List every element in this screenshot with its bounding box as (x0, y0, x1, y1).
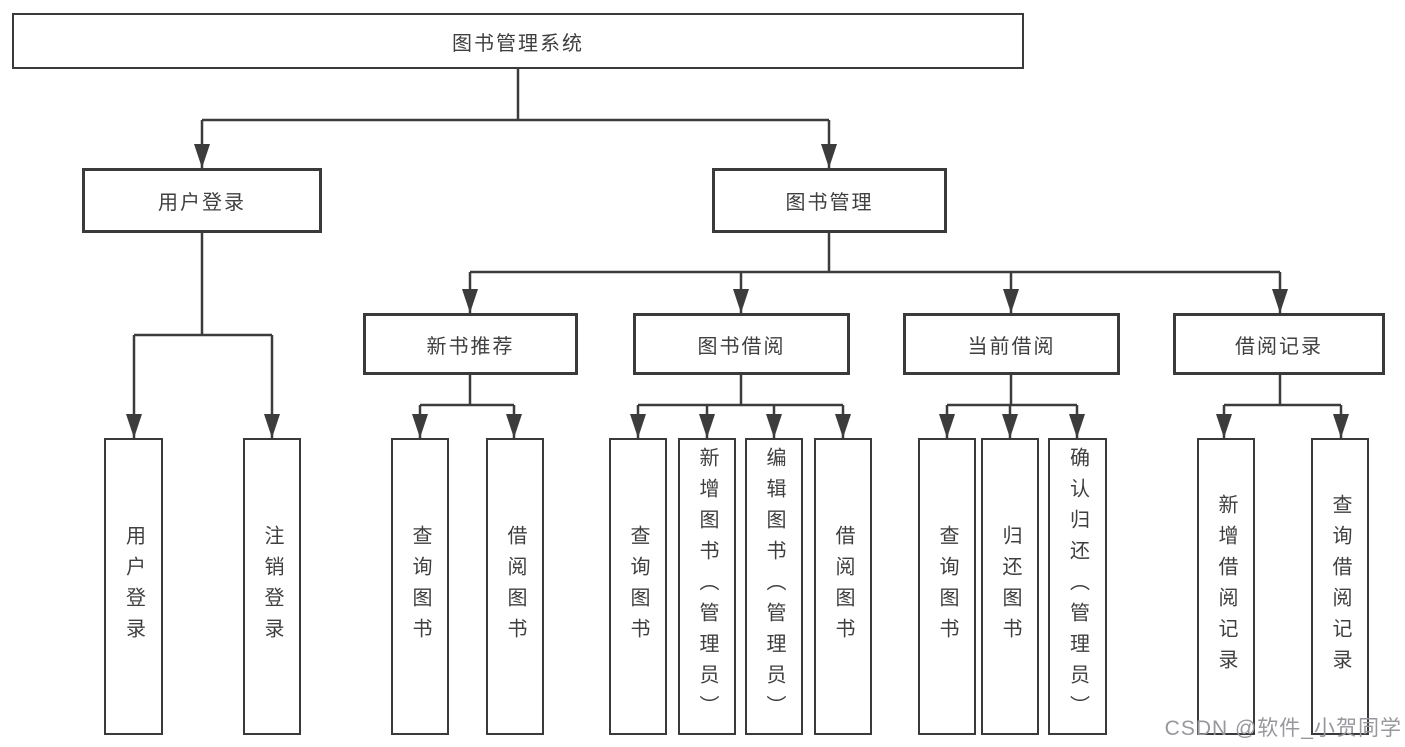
node-label: 图书借阅 (697, 335, 786, 358)
node-leaf-user-login: 用户登录 (104, 438, 163, 735)
node-label: 新增借阅记录 (1215, 493, 1237, 680)
node-library-management-system: 图书管理系统 (12, 13, 1024, 69)
node-label: 借阅记录 (1235, 335, 1323, 358)
node-leaf-add-borrow-record: 新增借阅记录 (1197, 438, 1255, 735)
node-label: 归还图书 (999, 524, 1021, 649)
node-leaf-edit-books-admin: 编辑图书（管理员） (745, 438, 803, 735)
node-leaf-confirm-return-admin: 确认归还（管理员） (1048, 438, 1107, 735)
node-borrow-records: 借阅记录 (1173, 313, 1385, 375)
node-label: 编辑图书（管理员） (763, 447, 785, 726)
node-current-borrow: 当前借阅 (903, 313, 1120, 375)
node-leaf-add-books-admin: 新增图书（管理员） (678, 438, 736, 735)
node-leaf-query-books-recommend: 查询图书 (391, 438, 449, 735)
watermark: CSDN @软件_小贺同学 (1164, 717, 1402, 740)
node-label: 当前借阅 (967, 335, 1056, 358)
node-leaf-logout: 注销登录 (243, 438, 301, 735)
node-leaf-return-books: 归还图书 (981, 438, 1039, 735)
node-label: 查询图书 (627, 524, 649, 649)
node-leaf-query-books-borrow: 查询图书 (609, 438, 667, 735)
node-label: 用户登录 (122, 524, 145, 649)
node-label: 新书推荐 (426, 335, 515, 358)
node-label: 图书管理系统 (452, 32, 584, 55)
node-leaf-query-books-current: 查询图书 (918, 438, 976, 735)
node-label: 查询借阅记录 (1329, 493, 1351, 680)
node-label: 注销登录 (261, 524, 283, 649)
node-user-login: 用户登录 (82, 168, 322, 233)
node-book-borrow: 图书借阅 (633, 313, 850, 375)
node-label: 查询图书 (936, 524, 958, 649)
node-leaf-query-borrow-record: 查询借阅记录 (1311, 438, 1369, 735)
node-label: 借阅图书 (832, 524, 854, 649)
node-leaf-borrow-books: 借阅图书 (814, 438, 872, 735)
node-label: 新增图书（管理员） (696, 447, 718, 726)
node-label: 查询图书 (409, 524, 431, 649)
node-label: 用户登录 (158, 192, 246, 214)
node-new-book-recommend: 新书推荐 (363, 313, 578, 375)
node-leaf-borrow-books-recommend: 借阅图书 (486, 438, 544, 735)
node-label: 确认归还（管理员） (1066, 447, 1089, 726)
node-label: 借阅图书 (504, 524, 526, 649)
node-book-management: 图书管理 (712, 168, 947, 233)
node-label: 图书管理 (785, 192, 874, 214)
